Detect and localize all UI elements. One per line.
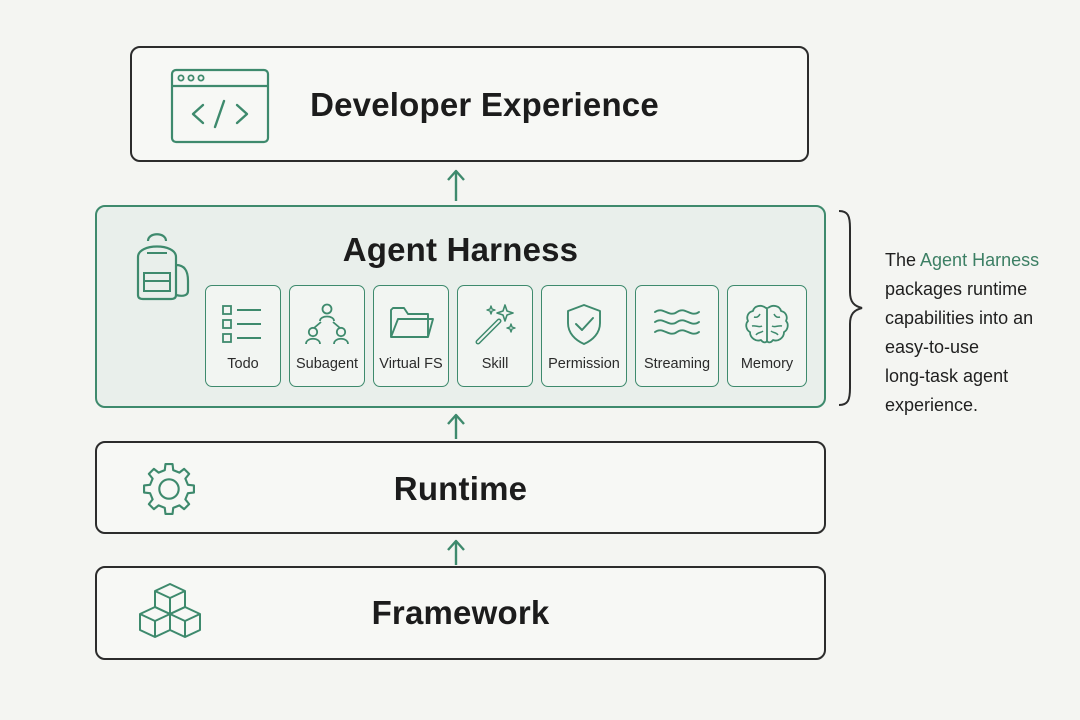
capability-subagent: Subagent [289,285,365,387]
capability-memory: Memory [727,285,807,387]
capability-permission: Permission [541,285,627,387]
capability-streaming: Streaming [635,285,719,387]
side-note-line-4: easy-to-use [885,337,980,357]
folder-icon [390,307,434,338]
capability-label: Streaming [643,356,711,372]
agent-harness-layer: Agent Harness Todo [95,205,826,408]
shield-check-icon [567,304,601,345]
capability-virtual-fs: Virtual FS [373,285,449,387]
side-note-highlight: Agent Harness [920,250,1040,270]
side-note-line-5: long-task agent [885,366,1009,386]
side-note-line-2: packages runtime [885,279,1028,299]
gear-icon [137,458,201,525]
arrow-up-icon [447,539,465,565]
capability-label: Virtual FS [379,356,443,372]
side-note-line-1: The Agent Harness [885,246,1075,275]
capability-label: Subagent [295,356,359,372]
capability-label: Memory [740,356,794,372]
capability-skill: Skill [457,285,533,387]
capability-label: Todo [227,356,259,372]
magic-wand-icon [475,304,516,345]
side-note: The Agent Harness packages runtime capab… [885,246,1075,420]
curly-brace-icon [838,210,863,406]
framework-layer: Framework [95,566,826,660]
waves-icon [654,309,700,335]
developer-experience-title: Developer Experience [310,86,659,123]
capability-label: Permission [548,356,620,372]
checklist-icon [222,305,261,343]
framework-title: Framework [371,594,550,631]
arrow-up-icon [447,169,465,201]
subagent-tree-icon [305,303,349,345]
runtime-title: Runtime [393,470,528,507]
capability-label: Skill [481,356,509,372]
brain-icon [745,304,789,344]
cubes-icon [133,580,207,653]
backpack-icon [128,229,194,306]
arrow-up-icon [447,413,465,439]
code-window-icon [170,68,270,149]
agent-harness-title: Agent Harness [342,231,579,268]
runtime-layer: Runtime [95,441,826,534]
developer-experience-layer: Developer Experience [130,46,809,162]
side-note-prefix: The [885,250,921,270]
side-note-line-6: experience. [885,395,979,415]
side-note-line-3: capabilities into an [885,308,1034,328]
capability-todo: Todo [205,285,281,387]
